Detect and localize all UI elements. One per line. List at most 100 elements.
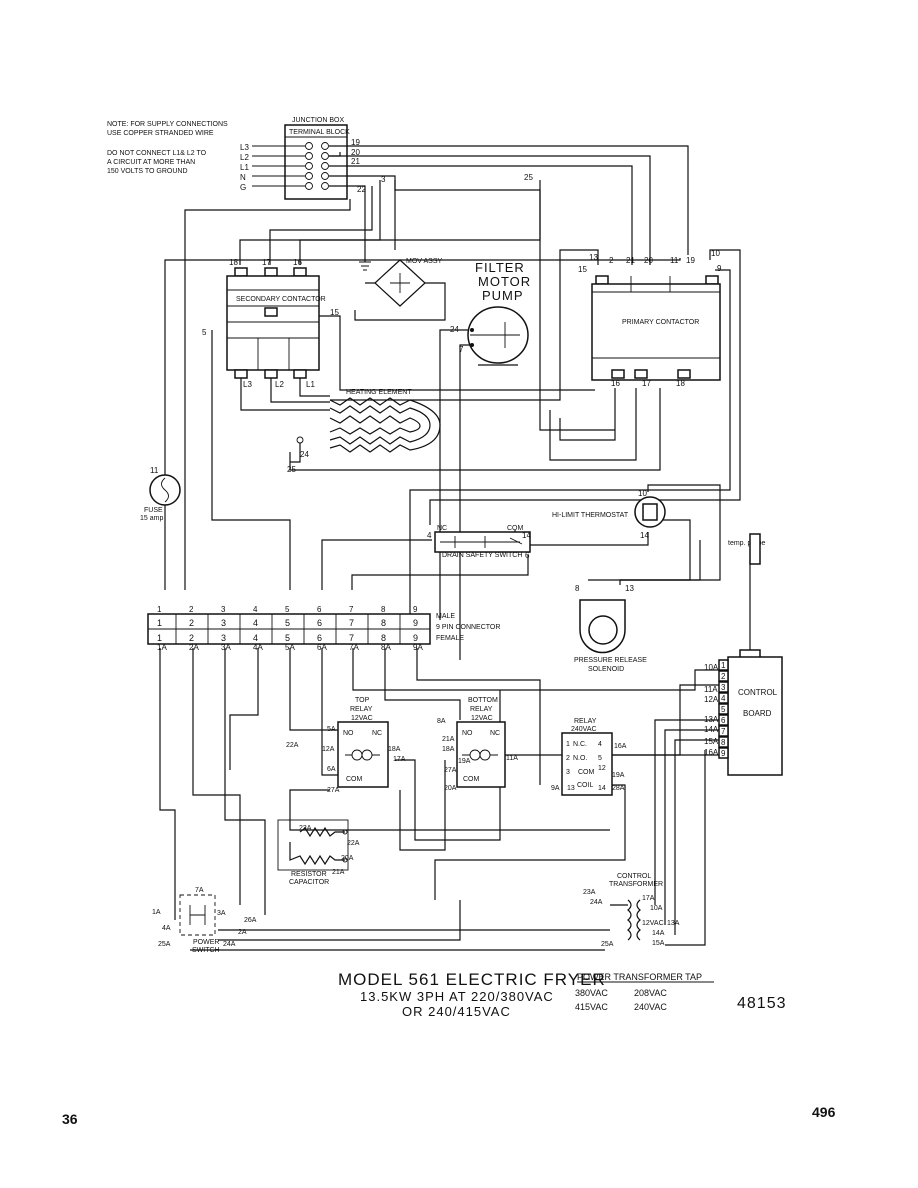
nine-pin-connector: 1111A2222A3333A4444A5555A6666A7777A8888A… bbox=[147, 605, 500, 652]
svg-text:17A: 17A bbox=[393, 756, 406, 763]
svg-text:N.C.: N.C. bbox=[573, 741, 587, 748]
control-board-pin-label: 9 bbox=[721, 749, 726, 758]
connector-pin-male: 6 bbox=[317, 618, 322, 628]
connector-pin-wire: 7A bbox=[349, 643, 359, 652]
control-board-pin bbox=[718, 736, 729, 748]
svg-text:6: 6 bbox=[525, 551, 530, 560]
page-number-left: 36 bbox=[62, 1111, 78, 1127]
connector-pin-wire: 4A bbox=[253, 643, 263, 652]
svg-text:SWITCH: SWITCH bbox=[192, 947, 220, 954]
svg-text:22A: 22A bbox=[286, 742, 299, 749]
svg-text:18: 18 bbox=[229, 258, 238, 267]
svg-text:27A: 27A bbox=[444, 767, 457, 774]
svg-text:L1: L1 bbox=[240, 163, 249, 172]
svg-text:10: 10 bbox=[638, 489, 647, 498]
svg-text:TRANSFORMER: TRANSFORMER bbox=[609, 881, 663, 888]
svg-text:13A: 13A bbox=[704, 715, 719, 724]
fuse: 11 FUSE 15 amp bbox=[140, 466, 181, 522]
svg-text:BOTTOM: BOTTOM bbox=[468, 697, 498, 704]
svg-text:21: 21 bbox=[626, 256, 635, 265]
control-board-pin bbox=[718, 692, 729, 704]
svg-text:1A: 1A bbox=[152, 909, 161, 916]
svg-text:COM: COM bbox=[463, 776, 480, 783]
svg-text:PRIMARY CONTACTOR: PRIMARY CONTACTOR bbox=[622, 319, 699, 326]
svg-text:14A: 14A bbox=[652, 930, 665, 937]
svg-text:NC: NC bbox=[490, 730, 500, 737]
svg-text:20A: 20A bbox=[444, 785, 457, 792]
svg-text:150 VOLTS TO GROUND: 150 VOLTS TO GROUND bbox=[107, 168, 188, 175]
connector-pin-male: 4 bbox=[253, 618, 258, 628]
connector-pin-male: 7 bbox=[349, 618, 354, 628]
svg-text:L3: L3 bbox=[240, 143, 249, 152]
svg-text:RELAY: RELAY bbox=[574, 718, 597, 725]
svg-text:COM: COM bbox=[578, 769, 595, 776]
resistor-capacitor: 23A 22A 20A 21A RESISTOR CAPACITOR bbox=[277, 819, 360, 886]
svg-text:15A: 15A bbox=[704, 737, 719, 746]
connector-pin-wire: 9A bbox=[413, 643, 423, 652]
svg-text:3: 3 bbox=[381, 175, 386, 184]
svg-text:DO NOT CONNECT L1& L2 TO: DO NOT CONNECT L1& L2 TO bbox=[107, 150, 207, 157]
svg-text:11A: 11A bbox=[704, 685, 718, 694]
primary-contactor: 13 2 21 20 11 19 10 9 15 PRIMARY CONTACT… bbox=[578, 249, 722, 388]
connector-pin-top-label: 2 bbox=[189, 605, 194, 614]
svg-text:MALE: MALE bbox=[436, 613, 455, 620]
drawing-number: 48153 bbox=[737, 995, 787, 1012]
svg-text:380VAC: 380VAC bbox=[575, 988, 608, 998]
svg-text:17: 17 bbox=[262, 258, 271, 267]
svg-text:7: 7 bbox=[459, 345, 464, 354]
connector-pin-male: 3 bbox=[221, 618, 226, 628]
svg-text:16: 16 bbox=[293, 258, 302, 267]
connector-pin-top-label: 5 bbox=[285, 605, 290, 614]
svg-text:208VAC: 208VAC bbox=[634, 988, 667, 998]
svg-text:4: 4 bbox=[598, 741, 602, 748]
control-board-pin-label: 3 bbox=[721, 683, 726, 692]
svg-text:25: 25 bbox=[287, 465, 296, 474]
svg-text:MOTOR: MOTOR bbox=[478, 274, 531, 289]
connector-pin-wire: 8A bbox=[381, 643, 391, 652]
control-transformer: CONTROL TRANSFORMER 23A 24A 25A 17A 10A … bbox=[583, 873, 680, 948]
connector-pin-female: 4 bbox=[253, 633, 258, 643]
connector-pin-top-label: 6 bbox=[317, 605, 322, 614]
connector-pin-female: 9 bbox=[413, 633, 418, 643]
svg-text:POWER: POWER bbox=[193, 939, 219, 946]
connector-pin-wire: 2A bbox=[189, 643, 199, 652]
svg-text:HEATING ELEMENT: HEATING ELEMENT bbox=[346, 389, 412, 396]
svg-text:RELAY: RELAY bbox=[470, 706, 493, 713]
svg-text:23A: 23A bbox=[299, 825, 312, 832]
connector-pin-male: 9 bbox=[413, 618, 418, 628]
hi-limit-thermostat: 10 HI-LIMIT THERMOSTAT 14 bbox=[552, 489, 666, 540]
svg-text:N: N bbox=[240, 173, 246, 182]
svg-text:NO: NO bbox=[343, 730, 354, 737]
svg-text:2A: 2A bbox=[238, 929, 247, 936]
svg-text:8A: 8A bbox=[437, 718, 446, 725]
svg-text:24: 24 bbox=[450, 325, 459, 334]
svg-text:25A: 25A bbox=[158, 941, 171, 948]
title-block: MODEL 561 ELECTRIC FRYER 13.5KW 3PH AT 2… bbox=[338, 970, 605, 1019]
svg-text:CONTROL: CONTROL bbox=[617, 873, 651, 880]
svg-text:21: 21 bbox=[351, 157, 360, 166]
connector-pin-top-label: 8 bbox=[381, 605, 386, 614]
control-board-pin-label: 6 bbox=[721, 716, 726, 725]
svg-text:25: 25 bbox=[524, 173, 533, 182]
svg-text:415VAC: 415VAC bbox=[575, 1002, 608, 1012]
page-number-right: 496 bbox=[812, 1104, 836, 1120]
svg-text:POWER TRANSFORMER TAP: POWER TRANSFORMER TAP bbox=[577, 972, 702, 982]
control-board-pin bbox=[718, 659, 729, 671]
control-board-pin bbox=[718, 747, 729, 759]
connector-pin-male: 1 bbox=[157, 618, 162, 628]
svg-text:RELAY: RELAY bbox=[350, 706, 373, 713]
svg-text:28A: 28A bbox=[612, 785, 625, 792]
power-switch: 7A 1A 3A 4A 26A 2A 25A 24A POWER SWITCH bbox=[152, 887, 257, 954]
svg-text:N.O.: N.O. bbox=[573, 755, 587, 762]
svg-text:L2: L2 bbox=[275, 380, 284, 389]
svg-text:1: 1 bbox=[566, 741, 570, 748]
svg-text:CAPACITOR: CAPACITOR bbox=[289, 879, 329, 886]
control-board-pin bbox=[718, 703, 729, 715]
svg-text:FUSE: FUSE bbox=[144, 507, 163, 514]
svg-text:19A: 19A bbox=[612, 772, 625, 779]
svg-text:15: 15 bbox=[330, 308, 339, 317]
junction-box: JUNCTION BOX TERMINAL BLOCK L3 L2 L1 N G… bbox=[240, 117, 386, 200]
svg-text:19A: 19A bbox=[458, 758, 471, 765]
svg-text:18: 18 bbox=[676, 379, 685, 388]
control-board-pin bbox=[718, 670, 729, 682]
